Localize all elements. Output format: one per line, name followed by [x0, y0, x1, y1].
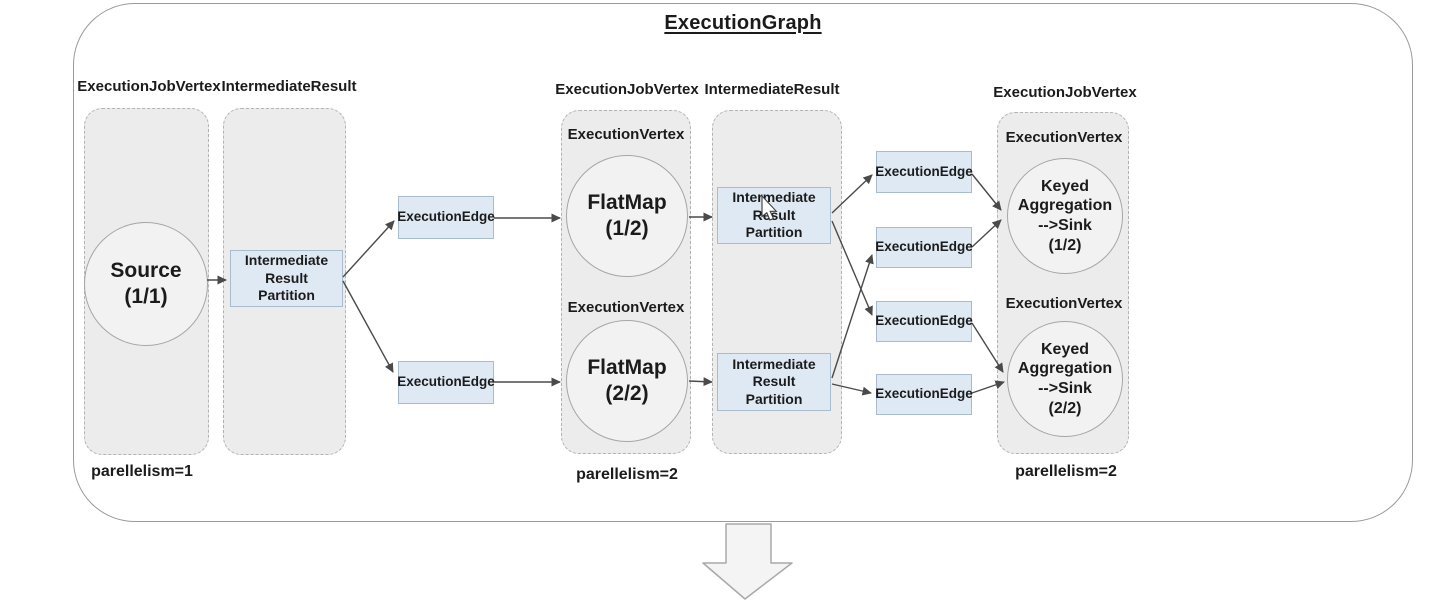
execution-edge-box-a: ExecutionEdge [397, 196, 495, 239]
keyed-aggregation-sink-node-1: Keyed Aggregation -->Sink (1/2) [1007, 158, 1123, 274]
execution-edge-label: ExecutionEdge [875, 239, 973, 255]
sink-vertex-text-line: Keyed [1040, 177, 1090, 195]
partition-text-line: Result [752, 206, 796, 223]
partition-text-line: Intermediate [244, 252, 329, 269]
stage1-jobvertex-label: ExecutionJobVertex [77, 78, 221, 95]
execution-edge-box-4: ExecutionEdge [875, 374, 973, 415]
sink-vertex-text-line: Keyed [1040, 340, 1090, 358]
sink-vertex-text-line: (2/2) [1048, 399, 1082, 417]
stage3-parallelism-label: parellelism=2 [1015, 463, 1117, 480]
diagram-title: ExecutionGraph [664, 12, 822, 34]
partition-text-line: Intermediate [732, 189, 816, 206]
stage2-executionvertex-label-1: ExecutionVertex [567, 126, 685, 143]
partition-text-line: Partition [745, 390, 803, 407]
flatmap-vertex-name: FlatMap [587, 191, 667, 215]
stage2-intermediateresult-label: IntermediateResult [704, 81, 840, 98]
stage2-parallelism-label: parellelism=2 [576, 466, 678, 483]
sink-vertex-text-line: -->Sink [1038, 217, 1092, 234]
execution-edge-label: ExecutionEdge [875, 163, 973, 179]
source-vertex-name: Source [110, 259, 182, 283]
flatmap-vertex-name: FlatMap [587, 356, 667, 380]
flatmap-vertex-node-1: FlatMap (1/2) [566, 155, 688, 277]
execution-edge-label: ExecutionEdge [875, 386, 973, 402]
partition-text-line: Partition [258, 287, 315, 304]
source-vertex-node: Source (1/1) [84, 222, 208, 346]
stage1-parallelism-label: parellelism=1 [91, 463, 193, 480]
execution-edge-box-3: ExecutionEdge [875, 301, 973, 342]
flatmap-vertex-index: (2/2) [605, 382, 649, 405]
stage2-executionvertex-label-2: ExecutionVertex [567, 299, 685, 316]
stage2-result-partition-box-2: Intermediate Result Partition [717, 353, 831, 411]
stage3-executionvertex-label-2: ExecutionVertex [1005, 295, 1123, 312]
sink-vertex-text-line: -->Sink [1038, 380, 1092, 397]
stage1-result-partition-box: Intermediate Result Partition [230, 250, 343, 307]
execution-edge-box-2: ExecutionEdge [875, 227, 973, 268]
down-arrow-icon [702, 523, 793, 600]
stage3-jobvertex-label: ExecutionJobVertex [993, 84, 1137, 101]
stage3-executionvertex-label-1: ExecutionVertex [1005, 129, 1123, 146]
partition-text-line: Result [265, 269, 308, 286]
execution-edge-label: ExecutionEdge [875, 313, 973, 329]
flatmap-vertex-index: (1/2) [605, 217, 649, 240]
execution-edge-box-1: ExecutionEdge [875, 151, 973, 193]
source-vertex-index: (1/1) [124, 285, 168, 308]
partition-text-line: Intermediate [732, 355, 816, 372]
execution-edge-box-b: ExecutionEdge [397, 361, 495, 404]
execution-edge-label: ExecutionEdge [397, 374, 495, 390]
sink-vertex-text-line: Aggregation [1017, 360, 1113, 378]
stage2-result-partition-box-1: Intermediate Result Partition [717, 187, 831, 244]
sink-vertex-text-line: (1/2) [1048, 236, 1082, 254]
flatmap-vertex-node-2: FlatMap (2/2) [566, 320, 688, 442]
partition-text-line: Partition [745, 224, 803, 241]
keyed-aggregation-sink-node-2: Keyed Aggregation -->Sink (2/2) [1007, 321, 1123, 437]
partition-text-line: Result [752, 373, 796, 390]
execution-edge-label: ExecutionEdge [397, 209, 495, 225]
sink-vertex-text-line: Aggregation [1017, 197, 1113, 215]
stage2-jobvertex-label: ExecutionJobVertex [555, 81, 699, 98]
stage1-intermediateresult-label: IntermediateResult [221, 78, 357, 95]
